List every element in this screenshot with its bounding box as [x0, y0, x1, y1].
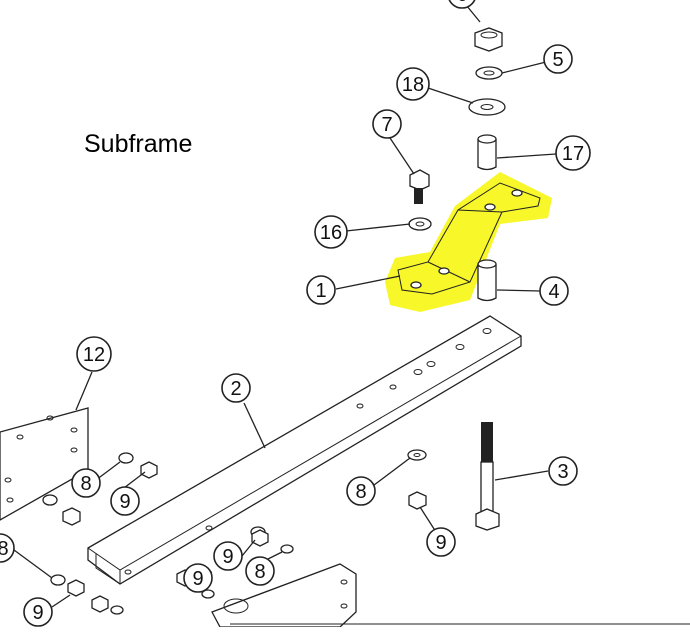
svg-text:9: 9	[192, 568, 203, 590]
callout-12: 12	[76, 336, 112, 372]
svg-text:16: 16	[320, 222, 342, 244]
washer-8-right	[407, 449, 427, 461]
hex-nut-top	[474, 27, 503, 52]
svg-text:8: 8	[254, 561, 265, 583]
callout-9-bottom: 9	[23, 597, 53, 627]
callout-3: 3	[548, 456, 578, 486]
svg-text:6: 6	[456, 0, 467, 6]
svg-text:1: 1	[315, 280, 326, 302]
bolt-7	[409, 169, 430, 204]
long-bolt-3	[475, 422, 500, 531]
callout-6-partial: 6	[448, 0, 476, 9]
svg-text:12: 12	[83, 344, 105, 366]
svg-text:7: 7	[381, 114, 392, 136]
svg-text:9: 9	[435, 532, 446, 554]
leader-lines	[13, 0, 557, 608]
bracket-part-highlighted	[385, 172, 552, 312]
spacer-17	[477, 134, 497, 171]
callout-2: 2	[221, 373, 251, 403]
callout-18: 18	[396, 67, 430, 101]
svg-text:3: 3	[557, 461, 568, 483]
svg-text:2: 2	[230, 378, 241, 400]
diagram-title: Subframe	[84, 130, 193, 158]
callout-4: 4	[539, 276, 569, 306]
svg-text:9: 9	[222, 546, 233, 568]
callout-8-mid: 8	[245, 556, 275, 586]
callout-17: 17	[555, 135, 591, 171]
callout-9-left: 9	[110, 486, 140, 516]
svg-text:5: 5	[552, 49, 563, 71]
callout-9-lower: 9	[183, 563, 213, 593]
callout-9-mid: 9	[213, 541, 243, 571]
callout-16: 16	[314, 215, 348, 249]
svg-text:9: 9	[32, 602, 43, 624]
flat-washer-18	[468, 98, 506, 116]
svg-text:4: 4	[548, 281, 559, 303]
callout-9-right: 9	[426, 527, 456, 557]
lower-bracket	[211, 563, 357, 628]
spacer-4	[477, 259, 497, 302]
svg-text:17: 17	[562, 143, 584, 165]
callout-8-edge: 8	[0, 533, 15, 563]
svg-text:18: 18	[402, 74, 424, 96]
svg-text:9: 9	[119, 491, 130, 513]
callout-7: 7	[372, 109, 402, 139]
callout-1: 1	[306, 275, 336, 305]
callout-8-right: 8	[346, 476, 376, 506]
channel-part-2	[87, 315, 522, 585]
callout-8-left: 8	[71, 468, 101, 498]
bracket-highlight	[385, 172, 552, 312]
lock-washer-5	[475, 66, 503, 80]
washer-16	[408, 217, 432, 231]
svg-text:8: 8	[0, 538, 9, 560]
nut-9-right	[408, 491, 427, 510]
svg-text:8: 8	[80, 473, 91, 495]
callout-5: 5	[543, 44, 573, 74]
svg-text:8: 8	[355, 481, 366, 503]
